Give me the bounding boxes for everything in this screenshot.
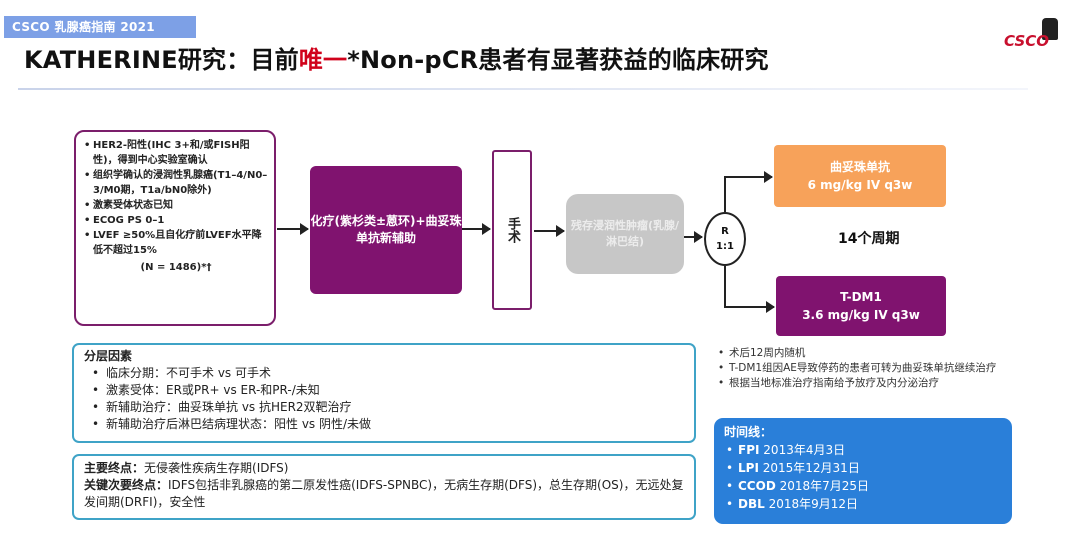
logo-text: CSCO <box>1004 32 1050 50</box>
arm2-name: T-DM1 <box>840 290 882 304</box>
cycles-label: 14个周期 <box>838 231 900 247</box>
csco-logo: CSCO <box>1002 18 1058 52</box>
neoadjuvant-chemo-box: 化疗(紫杉类±蒽环)+曲妥珠单抗新辅助 <box>310 166 462 294</box>
timeline-item: DBL 2018年9月12日 <box>724 495 1002 513</box>
secondary-endpoint-value: IDFS包括非乳腺癌的第二原发性癌(IDFS-SPNBC)，无病生存期(DFS)… <box>84 478 684 509</box>
arrow-to-chemo <box>277 223 309 235</box>
rand-ratio: 1:1 <box>716 241 734 252</box>
note-item: 术后12周内随机 <box>716 346 1026 361</box>
stratification-heading: 分层因素 <box>84 349 133 363</box>
primary-endpoint: 主要终点：无侵袭性疾病生存期(IDFS) <box>84 460 684 477</box>
arrow-to-surgery <box>462 223 491 235</box>
timeline-key: LPI <box>738 461 759 475</box>
eligibility-item: 组织学确认的浸润性乳腺癌(T1–4/N0–3/M0期，T1a/bN0除外) <box>84 168 268 198</box>
endpoints-box: 主要终点：无侵袭性疾病生存期(IDFS) 关键次要终点：IDFS包括非乳腺癌的第… <box>72 454 696 520</box>
title-highlight: 唯一 <box>298 46 348 74</box>
timeline-value: 2015年12月31日 <box>762 461 860 475</box>
tdm1-arm-box: T-DM1 3.6 mg/kg IV q3w <box>776 276 946 336</box>
stratification-item: 新辅助治疗后淋巴结病理状态：阳性 vs 阴性/未做 <box>92 416 684 433</box>
eligibility-item: LVEF ≥50%且自化疗前LVEF水平降低不超过15% <box>84 228 268 258</box>
title-part-2: *Non-pCR患者有显著获益的临床研究 <box>347 46 769 74</box>
branch-down-line <box>724 266 726 308</box>
design-notes: 术后12周内随机 T-DM1组因AE导致停药的患者可转为曲妥珠单抗继续治疗 根据… <box>716 346 1026 391</box>
eligibility-box: HER2-阳性(IHC 3+和/或FISH阳性)，得到中心实验室确认 组织学确认… <box>74 130 276 326</box>
secondary-endpoint: 关键次要终点：IDFS包括非乳腺癌的第二原发性癌(IDFS-SPNBC)，无病生… <box>84 477 684 511</box>
timeline-heading: 时间线： <box>724 425 773 439</box>
eligibility-item: ECOG PS 0–1 <box>84 213 268 228</box>
timeline-item: CCOD 2018年7月25日 <box>724 477 1002 495</box>
surgery-box: 手术 <box>492 150 532 310</box>
stratification-item: 临床分期：不可手术 vs 可手术 <box>92 365 684 382</box>
primary-endpoint-label: 主要终点： <box>84 461 145 475</box>
timeline-key: DBL <box>738 497 765 511</box>
slide-title: KATHERINE研究：目前唯一*Non-pCR患者有显著获益的临床研究 <box>24 40 769 75</box>
eligibility-item: 激素受体状态已知 <box>84 198 268 213</box>
eligibility-item: HER2-阳性(IHC 3+和/或FISH阳性)，得到中心实验室确认 <box>84 138 268 168</box>
guideline-tag: CSCO 乳腺癌指南 2021 <box>4 16 196 38</box>
arrow-to-randomization <box>684 231 703 243</box>
timeline-key: FPI <box>738 443 760 457</box>
title-divider <box>18 88 1028 90</box>
arrow-to-residual <box>534 225 565 237</box>
rand-label: R <box>721 226 729 237</box>
timeline-item: LPI 2015年12月31日 <box>724 459 1002 477</box>
timeline-value: 2018年7月25日 <box>779 479 870 493</box>
arm1-dose: 6 mg/kg IV q3w <box>807 178 913 192</box>
stratification-item: 新辅助治疗：曲妥珠单抗 vs 抗HER2双靶治疗 <box>92 399 684 416</box>
note-item: 根据当地标准治疗指南给予放疗及内分泌治疗 <box>716 376 1026 391</box>
timeline-value: 2018年9月12日 <box>768 497 859 511</box>
arrow-to-trastuzumab <box>724 171 773 183</box>
stratification-box: 分层因素 临床分期：不可手术 vs 可手术 激素受体：ER或PR+ vs ER-… <box>72 343 696 443</box>
arm1-name: 曲妥珠单抗 <box>829 160 890 174</box>
note-item: T-DM1组因AE导致停药的患者可转为曲妥珠单抗继续治疗 <box>716 361 1026 376</box>
residual-tumor-box: 残存浸润性肿瘤(乳腺/淋巴结) <box>566 194 684 274</box>
timeline-key: CCOD <box>738 479 776 493</box>
arm2-dose: 3.6 mg/kg IV q3w <box>802 308 920 322</box>
timeline-box: 时间线： FPI 2013年4月3日 LPI 2015年12月31日 CCOD … <box>714 418 1012 524</box>
timeline-item: FPI 2013年4月3日 <box>724 441 1002 459</box>
sample-size: (N = 1486)*† <box>140 262 212 273</box>
branch-up-line <box>724 176 726 212</box>
trastuzumab-arm-box: 曲妥珠单抗 6 mg/kg IV q3w <box>774 145 946 207</box>
randomization-node: R 1:1 <box>704 212 746 266</box>
timeline-value: 2013年4月3日 <box>763 443 846 457</box>
primary-endpoint-value: 无侵袭性疾病生存期(IDFS) <box>144 461 289 475</box>
stratification-item: 激素受体：ER或PR+ vs ER-和PR-/未知 <box>92 382 684 399</box>
arrow-to-tdm1 <box>724 301 775 313</box>
title-part-1: KATHERINE研究：目前 <box>24 46 299 74</box>
logo-mark-icon <box>1042 18 1058 40</box>
secondary-endpoint-label: 关键次要终点： <box>84 478 169 492</box>
